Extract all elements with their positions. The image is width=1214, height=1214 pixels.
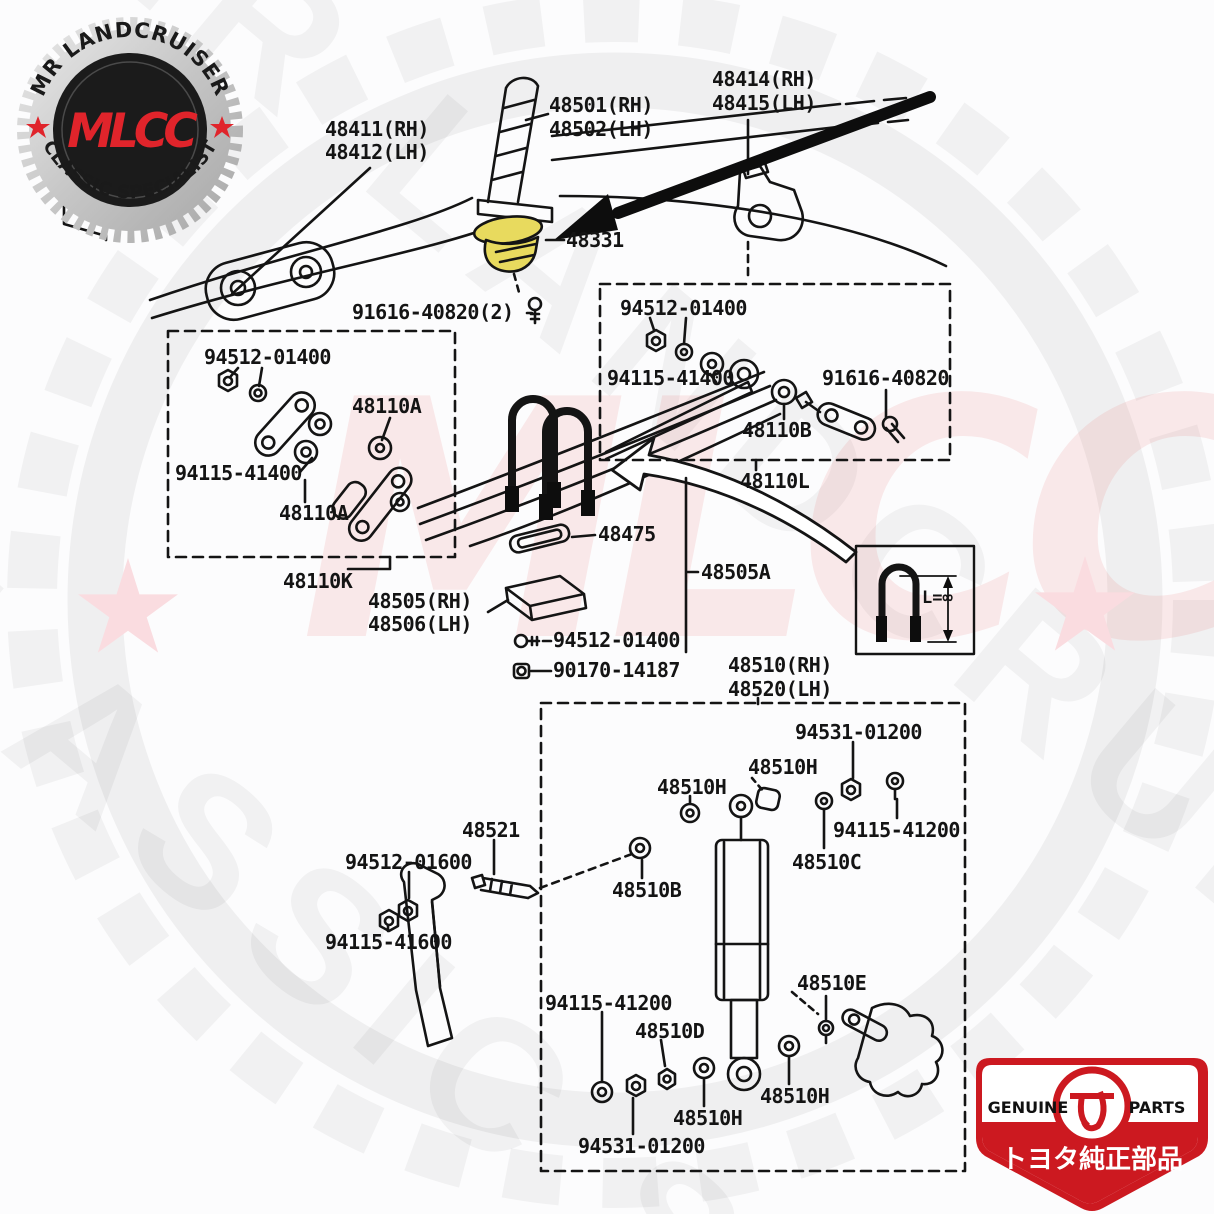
shackle-tower-48501 xyxy=(476,76,554,224)
part-label: 94115-41600 xyxy=(325,930,452,954)
part-label: 48510H xyxy=(748,755,818,779)
spring-bracket-48411 xyxy=(204,240,336,322)
badge-parts-text: PARTS xyxy=(1129,1098,1186,1117)
logo-star-right-icon xyxy=(210,116,234,138)
part-label: 48414(RH) xyxy=(712,67,816,91)
shock-mount-hardware xyxy=(679,740,905,850)
ubolt-dimension-box xyxy=(854,544,976,656)
part-label: 91616-40820 xyxy=(822,366,949,390)
spring-seat-parts xyxy=(486,523,597,680)
logo-star-left-icon xyxy=(26,116,50,138)
rear-shackle-parts xyxy=(604,316,906,461)
logo-monogram: MLCC xyxy=(67,104,198,159)
part-label: 48510H xyxy=(760,1084,830,1108)
part-label: 94115-41400 xyxy=(607,366,734,390)
part-label: 48510B xyxy=(612,878,682,902)
leader-dashed-48331 xyxy=(512,272,522,298)
teq-logo-mark xyxy=(1070,1090,1114,1132)
part-label: 94531-01200 xyxy=(795,720,922,744)
leader-48110K xyxy=(346,555,392,571)
gear-teeth-icon xyxy=(17,17,243,243)
part-label: 48110A xyxy=(279,501,349,525)
part-label: 94512-01400 xyxy=(620,296,747,320)
part-label: 48415(LH) xyxy=(712,91,816,115)
u-bolts xyxy=(505,395,595,520)
highlighted-part-48331 xyxy=(472,215,544,273)
part-label: 90170-14187 xyxy=(553,658,680,682)
dimension-note: L=∞ xyxy=(922,588,953,608)
teq-logo-icon xyxy=(1052,1066,1132,1146)
part-label: 94115-41200 xyxy=(833,818,960,842)
part-label: 48110L xyxy=(740,469,810,493)
leaf-spring xyxy=(416,370,782,548)
group-box-48510 xyxy=(539,701,967,1173)
part-label: 48510H xyxy=(657,775,727,799)
part-label: 48110A xyxy=(352,394,422,418)
group-box-48110K xyxy=(166,329,457,559)
mount-bracket xyxy=(378,861,454,1048)
part-label: 48510(RH) xyxy=(728,653,832,677)
part-label: 48412(LH) xyxy=(325,140,429,164)
part-label: 48110B xyxy=(742,418,812,442)
bolt-icon-91616 xyxy=(525,296,543,325)
part-label: 48505(RH) xyxy=(368,589,472,613)
part-label: 94115-41400 xyxy=(175,461,302,485)
part-label: 48502(LH) xyxy=(549,117,653,141)
part-label: 48510D xyxy=(635,1019,705,1043)
lower-hardware xyxy=(590,990,944,1136)
badge-genuine-text: GENUINE xyxy=(988,1098,1069,1117)
part-label: 94512-01600 xyxy=(345,850,472,874)
badge-japanese-text: トヨタ純正部品 xyxy=(1001,1144,1183,1174)
part-label: 48521 xyxy=(462,818,520,842)
part-label: 48501(RH) xyxy=(549,93,653,117)
part-label: 48505A xyxy=(701,560,771,584)
group-box-48110L xyxy=(598,282,952,462)
part-label: 48510H xyxy=(673,1106,743,1130)
part-label: 94531-01200 xyxy=(578,1134,705,1158)
part-label: 48510E xyxy=(797,971,867,995)
part-label-highlighted: 48331 xyxy=(566,228,624,252)
reference-arrow-icon xyxy=(610,436,858,564)
part-label: 48475 xyxy=(598,522,656,546)
pin-48521 xyxy=(470,836,652,900)
watermark-monogram: MLCC xyxy=(300,330,1214,714)
part-label: 94512-01400 xyxy=(553,628,680,652)
mlcc-logo: MR LANDCRUISER CLASSIC SPECIALIST MLCC xyxy=(17,17,243,243)
pointer-arrow-icon xyxy=(554,91,936,240)
part-label: 48506(LH) xyxy=(368,612,472,636)
part-label: 91616-40820(2) xyxy=(352,300,514,324)
part-label: 48520(LH) xyxy=(728,677,832,701)
part-label: 94512-01400 xyxy=(204,345,331,369)
part-label: 48110K xyxy=(283,569,353,593)
genuine-parts-badge: GENUINE PARTS トヨタ純正部品 xyxy=(976,1058,1208,1211)
front-shackle-parts xyxy=(217,366,413,542)
part-label: 48510C xyxy=(792,850,862,874)
part-label: 94115-41200 xyxy=(545,991,672,1015)
leader-48505A xyxy=(684,476,700,654)
shock-absorber xyxy=(714,793,770,1092)
part-label: 48411(RH) xyxy=(325,117,429,141)
